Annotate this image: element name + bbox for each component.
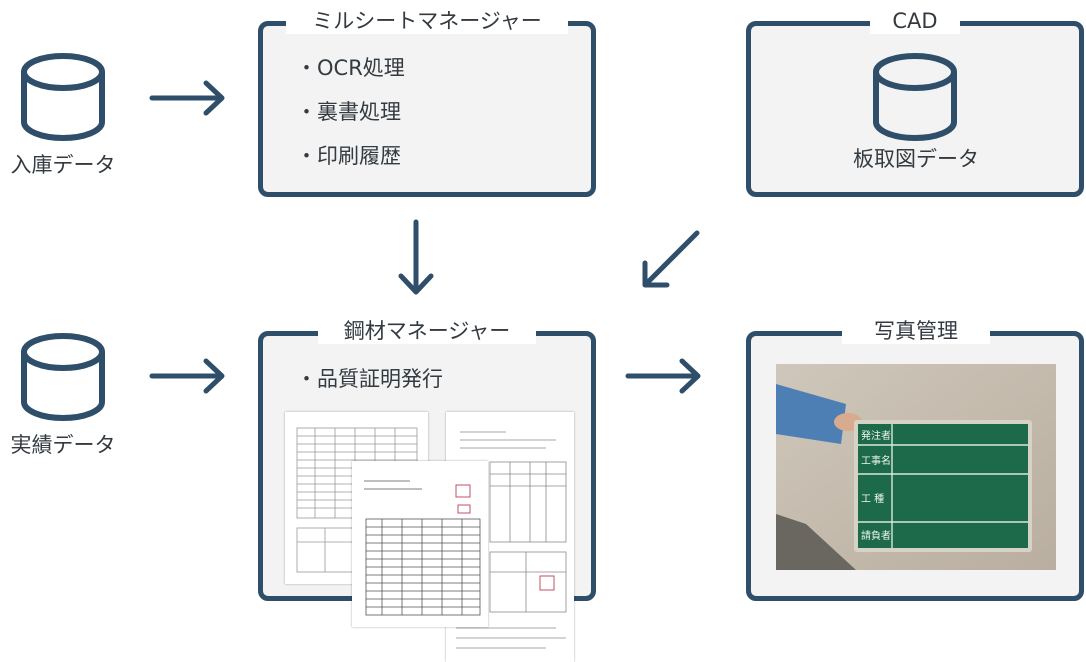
arrow-right-icon <box>625 358 701 394</box>
mill-sheet-manager-title: ミルシートマネージャー <box>286 8 568 34</box>
arrow-down-left-icon <box>642 230 700 288</box>
photo-board-row-contractor: 請負者 <box>861 529 891 542</box>
photo-board-row-client: 発注者 <box>861 429 891 442</box>
construction-site-photo: 発注者 工事名 工 種 請負者 <box>776 364 1056 570</box>
cad-data-label: 板取図データ <box>853 147 979 171</box>
stock-data-label: 入庫データ <box>10 153 116 177</box>
steel-manager-title: 鋼材マネージャー <box>318 318 536 344</box>
results-data-database-icon <box>21 333 105 421</box>
photo-board-row-project: 工事名 <box>861 454 891 467</box>
photo-management-title: 写真管理 <box>842 318 990 344</box>
mill-sheet-item-print-history: ・印刷履歴 <box>296 144 401 168</box>
results-data-label: 実績データ <box>10 433 116 457</box>
stock-data-database-icon <box>21 53 105 141</box>
mill-sheet-item-endorsement: ・裏書処理 <box>296 100 401 124</box>
cad-panel <box>746 21 1084 197</box>
mill-sheet-item-ocr: ・OCR処理 <box>296 56 405 80</box>
arrow-right-icon <box>149 358 225 394</box>
arrow-right-icon <box>149 80 225 116</box>
steel-manager-item-quality-cert: ・品質証明発行 <box>296 367 443 391</box>
cad-database-icon <box>873 53 957 141</box>
cad-title: CAD <box>870 8 960 34</box>
photo-board-row-work-type: 工 種 <box>861 492 884 505</box>
certificate-document-front <box>352 461 488 627</box>
arrow-down-icon <box>398 219 434 295</box>
